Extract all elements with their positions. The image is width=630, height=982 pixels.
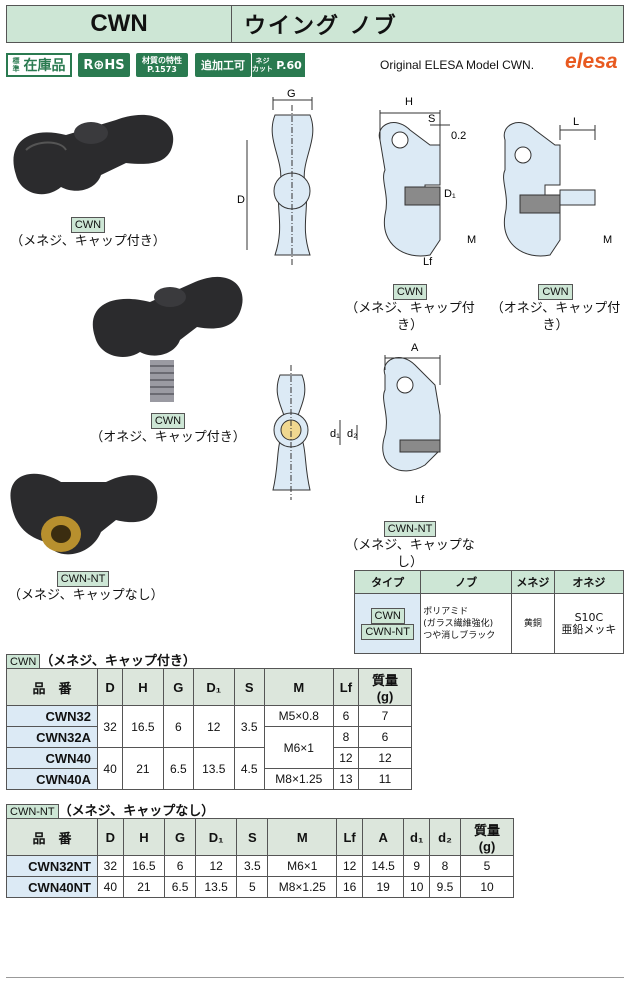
dim-A: A <box>411 342 419 354</box>
dim-D: D <box>237 194 245 206</box>
drawing-caption-1: CWN（メネジ、キャップ付き） <box>345 284 475 333</box>
page-ref-badge: P.60 <box>273 53 305 77</box>
dim-d1: d₁ <box>330 428 340 440</box>
front-view-top <box>246 97 314 265</box>
dim-L: L <box>573 116 579 128</box>
side-view-male <box>503 122 596 257</box>
dim-S: S <box>428 113 435 125</box>
product-code: CWN <box>6 5 232 43</box>
additional-processing-badge: 追加工可 <box>195 53 251 77</box>
dim-02: 0.2 <box>451 130 466 142</box>
stock-badge: 標準在庫品 <box>6 53 72 77</box>
thread-cut-badge: ネジカット <box>251 53 273 77</box>
dim-Lf-1: Lf <box>423 256 433 268</box>
product-title: ウイング ノブ <box>232 5 624 43</box>
photo-caption-3: CWN-NT（メネジ、キャップなし） <box>8 571 164 603</box>
knob-photo-nt <box>10 473 158 555</box>
technical-drawings: G D H S 0.2 D₁ M Lf L M A d₁ <box>237 88 612 506</box>
drawing-caption-3: CWN-NT（メネジ、キャップなし） <box>345 521 475 570</box>
dim-Lf-2: Lf <box>415 494 425 506</box>
drawing-caption-2: CWN（オネジ、キャップ付き） <box>490 284 621 333</box>
footer-divider <box>6 977 624 978</box>
knob-photo-male-cap <box>92 276 243 402</box>
dim-D1: D₁ <box>444 188 456 200</box>
photo-caption-1: CWN（メネジ、キャップ付き） <box>10 217 166 249</box>
side-view-nt <box>339 355 441 472</box>
dim-M-1: M <box>467 234 476 246</box>
dim-d2: d₂ <box>347 428 357 440</box>
original-model-text: Original ELESA Model CWN. <box>380 58 535 72</box>
dim-H: H <box>405 96 413 108</box>
nt-table-heading: CWN-NT（メネジ、キャップなし） <box>6 800 214 820</box>
rohs-badge: R⊕HS <box>78 53 130 77</box>
photo-caption-2: CWN（オネジ、キャップ付き） <box>90 413 246 445</box>
side-view-female <box>378 110 450 257</box>
dim-G: G <box>287 88 296 100</box>
elesa-logo: elesa <box>565 50 618 73</box>
cwn-table-heading: CWN（メネジ、キャップ付き） <box>6 650 196 670</box>
front-view-nt <box>272 365 311 500</box>
knob-photo-female-cap <box>13 114 174 195</box>
dim-M-2: M <box>603 234 612 246</box>
